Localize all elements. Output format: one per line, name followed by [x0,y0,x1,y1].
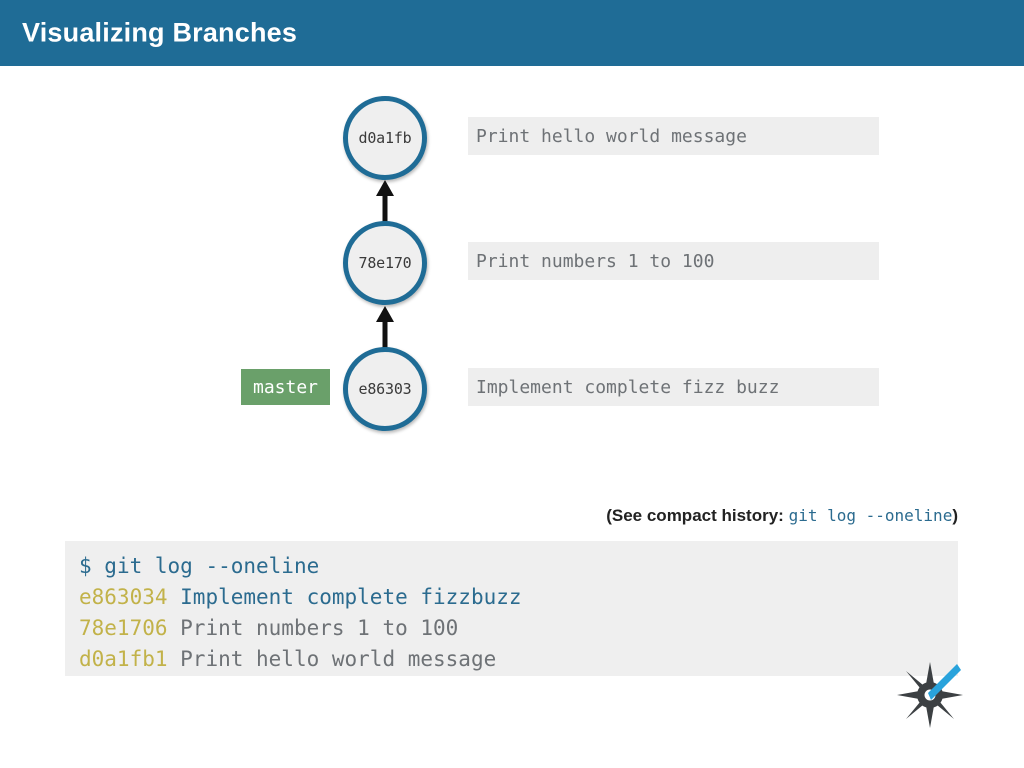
commit-message-bar: Implement complete fizz buzz [468,368,879,406]
commit-node[interactable]: d0a1fb [343,96,427,180]
terminal-command: git log --oneline [104,554,320,578]
commit-hash: d0a1fb [358,129,412,147]
terminal-prompt: $ [79,554,105,578]
commit-node[interactable]: 78e170 [343,221,427,305]
commit-graph: d0a1fb Print hello world message 78e170 … [0,66,1024,466]
commit-message-bar: Print numbers 1 to 100 [468,242,879,280]
log-message: Print numbers 1 to 100 [167,616,459,640]
compact-history-caption: (See compact history: git log --oneline) [606,506,958,526]
page-title: Visualizing Branches [22,17,298,48]
log-hash: d0a1fb1 [79,647,168,671]
commit-message-text: Print hello world message [476,125,747,147]
terminal-line-command: $ git log --oneline [79,551,958,582]
log-hash: e863034 [79,585,168,609]
log-message: Print hello world message [167,647,497,671]
commit-message-bar: Print hello world message [468,117,879,155]
starburst-logo-icon [895,660,965,730]
commit-hash: 78e170 [358,254,412,272]
log-hash: 78e1706 [79,616,168,640]
terminal-line-log: d0a1fb1 Print hello world message [79,644,958,675]
parent-arrow-icon [376,306,394,350]
terminal-line-log: e863034 Implement complete fizzbuzz [79,582,958,613]
commit-node[interactable]: e86303 [343,347,427,431]
commit-message-text: Implement complete fizz buzz [476,376,780,398]
commit-hash: e86303 [358,380,412,398]
caption-suffix: ) [952,506,958,525]
branch-label-master[interactable]: master [241,369,331,405]
parent-arrow-icon [376,180,394,224]
slide-header: Visualizing Branches [0,0,1024,66]
caption-code: git log --oneline [788,506,953,525]
commit-row: master e86303 Implement complete fizz bu… [0,347,1024,431]
commit-message-text: Print numbers 1 to 100 [476,250,715,272]
log-message: Implement complete fizzbuzz [167,585,522,609]
terminal-line-log: 78e1706 Print numbers 1 to 100 [79,613,958,644]
commit-row: d0a1fb Print hello world message [0,96,1024,180]
caption-prefix: (See compact history: [606,506,784,525]
terminal-output: $ git log --oneline e863034 Implement co… [65,541,958,676]
commit-row: 78e170 Print numbers 1 to 100 [0,221,1024,305]
branch-label-text: master [253,376,319,398]
